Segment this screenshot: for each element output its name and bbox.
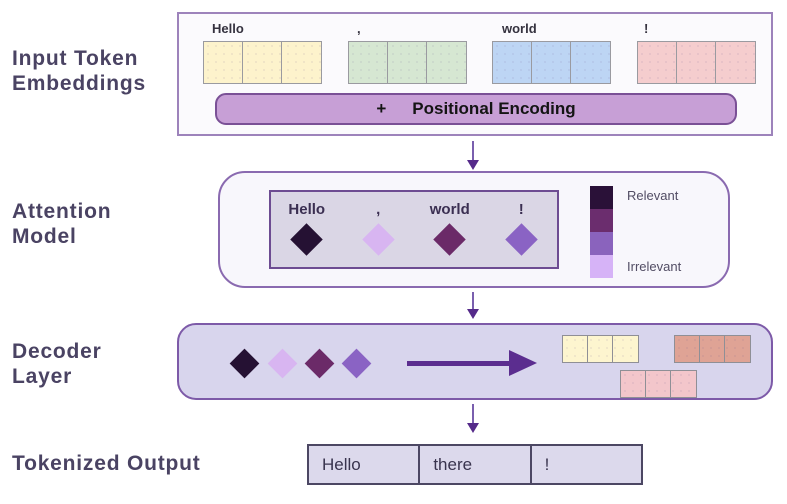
attention-item: Hello [275,201,339,267]
token-label: ! [644,21,649,36]
attention-item: ! [489,201,553,267]
relevance-diamond-icon [433,223,467,256]
embedding-cell [493,42,532,83]
attention-model-panel: Hello , world ! Relevant Irrelevant [218,171,730,288]
output-cell: Hello [309,446,421,483]
attention-inner-box: Hello , world ! [269,190,559,269]
attention-word: Hello [288,201,326,218]
embedding-cell [349,42,388,83]
attention-word: ! [518,201,524,218]
token-label: , [357,21,361,36]
decoder-token-cell [671,371,696,397]
label-line: Attention [12,200,112,223]
decoder-token-cell [675,336,700,362]
decoder-token-cell [725,336,750,362]
arrow-down-icon [466,404,480,433]
embedding-cell [532,42,571,83]
arrow-line [472,292,474,309]
legend-label-irrelevant: Irrelevant [627,259,682,274]
decoder-token-group [674,335,751,363]
arrow-head [467,309,479,319]
legend-swatch [590,255,613,278]
token-embedding-group [637,41,756,84]
decoder-token-cell [588,336,613,362]
section-label-attention-model: Attention Model [12,199,111,249]
decoder-token-group [620,370,697,398]
decoder-layer-panel [177,323,773,400]
arrow-down-icon [466,292,480,319]
label-line: Tokenized Output [12,452,201,475]
attention-item: , [346,201,410,267]
embedding-cell [677,42,716,83]
embedding-cell [638,42,677,83]
decoder-diamond-icon [267,348,298,379]
legend-swatch [590,186,613,209]
token-label: world [502,21,537,36]
token-embedding-group [203,41,322,84]
section-label-tokenized-output: Tokenized Output [12,451,201,476]
decoder-token-group [562,335,639,363]
plus-icon: + [376,99,387,118]
decoder-diamond-icon [304,348,335,379]
tokenized-output-table: Hello there ! [307,444,643,485]
token-label: Hello [212,21,244,36]
arrow-line [472,404,474,423]
arrow-right-icon [407,361,509,366]
relevance-diamond-icon [290,223,324,256]
attention-item: world [418,201,482,267]
relevance-diamond-icon [504,223,538,256]
label-line: Decoder [12,340,102,363]
decoder-token-cell [646,371,671,397]
decoder-token-cell [621,371,646,397]
legend-swatch [590,209,613,232]
embedding-cell [388,42,427,83]
legend-swatch [590,232,613,255]
positional-encoding-label: Positional Encoding [412,99,576,118]
section-label-input-token-embeddings: Input Token Embeddings [12,46,146,96]
decoder-token-cell [563,336,588,362]
label-line: Embeddings [12,72,147,95]
input-embeddings-panel: Hello , world ! + Positional Encoding [177,12,773,136]
positional-encoding-bar: + Positional Encoding [215,93,737,125]
output-cell: ! [544,454,550,474]
embedding-cell [571,42,610,83]
attention-word: , [376,201,381,218]
output-cell: there [420,446,532,483]
relevance-diamond-icon [361,223,395,256]
arrow-line [472,141,474,160]
decoder-token-cell [613,336,638,362]
embedding-cell [282,42,321,83]
arrow-head [467,423,479,433]
arrow-right-head [509,350,537,376]
arrow-down-icon [466,141,480,170]
embedding-cell [243,42,282,83]
label-line: Layer [12,365,73,388]
embedding-cell [204,42,243,83]
token-embedding-group [492,41,611,84]
legend-label-relevant: Relevant [627,188,679,203]
section-label-decoder-layer: Decoder Layer [12,339,102,389]
embedding-cell [427,42,466,83]
decoder-token-cell [700,336,725,362]
relevance-legend [590,186,613,278]
attention-word: world [429,201,470,218]
label-line: Input Token [12,47,139,70]
token-embedding-group [348,41,467,84]
embedding-cell [716,42,755,83]
label-line: Model [12,225,77,248]
arrow-head [467,160,479,170]
decoder-diamond-icon [229,348,260,379]
decoder-diamond-icon [341,348,372,379]
